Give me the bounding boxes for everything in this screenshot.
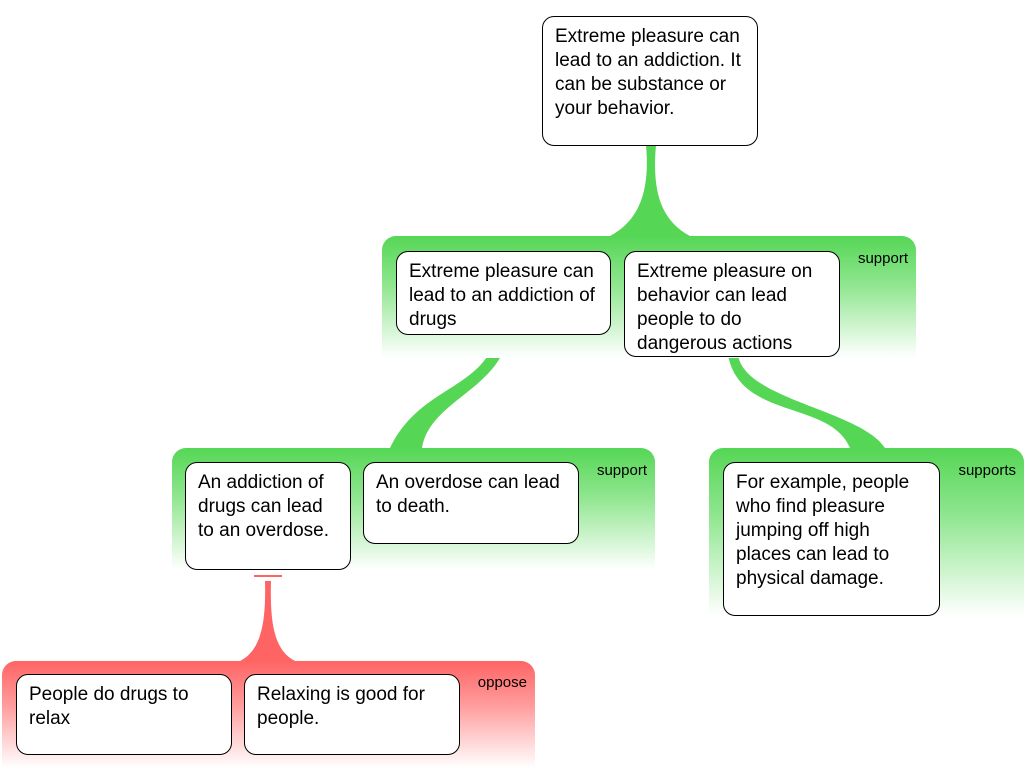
connector-behavior-to-group3 — [728, 355, 885, 448]
support-label-2: support — [596, 462, 647, 479]
support-label-1: support — [857, 250, 908, 267]
node-behavior-danger[interactable]: Extreme pleasure on behavior can lead pe… — [624, 251, 840, 357]
node-overdose[interactable]: An addiction of drugs can lead to an ove… — [185, 462, 351, 570]
supports-label-3: supports — [958, 462, 1016, 479]
node-drugs-addiction[interactable]: Extreme pleasure can lead to an addictio… — [396, 251, 611, 335]
oppose-label-4: oppose — [477, 674, 527, 691]
node-example[interactable]: For example, people who find pleasure ju… — [723, 462, 940, 616]
connector-overdose-to-group4 — [240, 581, 295, 661]
connector-drugs-to-group2 — [390, 333, 509, 448]
connector-root-to-group1 — [610, 145, 690, 236]
node-death[interactable]: An overdose can lead to death. — [363, 462, 579, 544]
node-root-claim[interactable]: Extreme pleasure can lead to an addictio… — [542, 16, 758, 146]
node-relaxing-good[interactable]: Relaxing is good for people. — [244, 674, 460, 755]
node-relax[interactable]: People do drugs to relax — [16, 674, 232, 755]
